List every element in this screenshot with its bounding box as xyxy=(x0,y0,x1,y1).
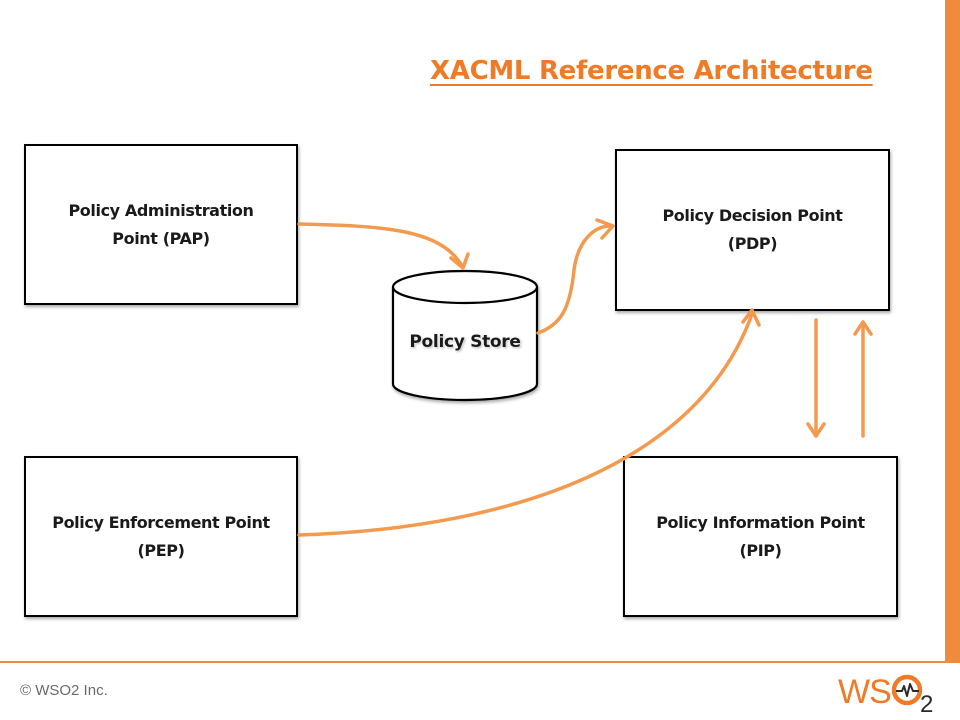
policy-store-label: Policy Store xyxy=(409,332,521,352)
pip-label: Policy Information Point (PIP) xyxy=(656,509,865,565)
pep-label-line2: (PEP) xyxy=(137,540,185,560)
pep-label: Policy Enforcement Point (PEP) xyxy=(52,509,270,565)
pap-label-line1: Policy Administration xyxy=(68,200,254,220)
pap-label-line2: Point (PAP) xyxy=(112,228,210,248)
arrow-pap-to-store xyxy=(297,222,464,268)
footer-copyright: © WSO2 Inc. xyxy=(20,682,108,699)
pdp-label: Policy Decision Point (PDP) xyxy=(662,202,842,258)
pep-box: Policy Enforcement Point (PEP) xyxy=(24,456,298,617)
pip-box: Policy Information Point (PIP) xyxy=(623,456,898,617)
page-title: XACML Reference Architecture xyxy=(430,56,873,86)
arrowhead-pdp-bottom xyxy=(741,308,761,327)
pep-label-line1: Policy Enforcement Point xyxy=(52,512,270,532)
arrowhead-pip-down xyxy=(806,422,826,438)
pdp-box: Policy Decision Point (PDP) xyxy=(615,149,890,311)
wso2-logo: WS 2 xyxy=(838,673,933,714)
arrowhead-pdp-up xyxy=(853,320,873,336)
footer-divider xyxy=(0,661,960,663)
pdp-label-line1: Policy Decision Point xyxy=(662,206,843,225)
arrowhead-pdp xyxy=(595,218,615,240)
svg-text:WS: WS xyxy=(838,673,891,711)
right-accent-bar xyxy=(945,0,960,662)
pip-label-line2: (PIP) xyxy=(739,540,782,560)
svg-text:2: 2 xyxy=(920,691,933,714)
arrow-store-to-pdp xyxy=(536,224,614,335)
pdp-label-line2: (PDP) xyxy=(727,234,778,253)
arrowhead-store xyxy=(449,252,470,270)
arrow-pep-to-pdp xyxy=(297,312,754,537)
policy-store-cylinder xyxy=(391,269,539,402)
pip-label-line1: Policy Information Point xyxy=(656,512,865,532)
